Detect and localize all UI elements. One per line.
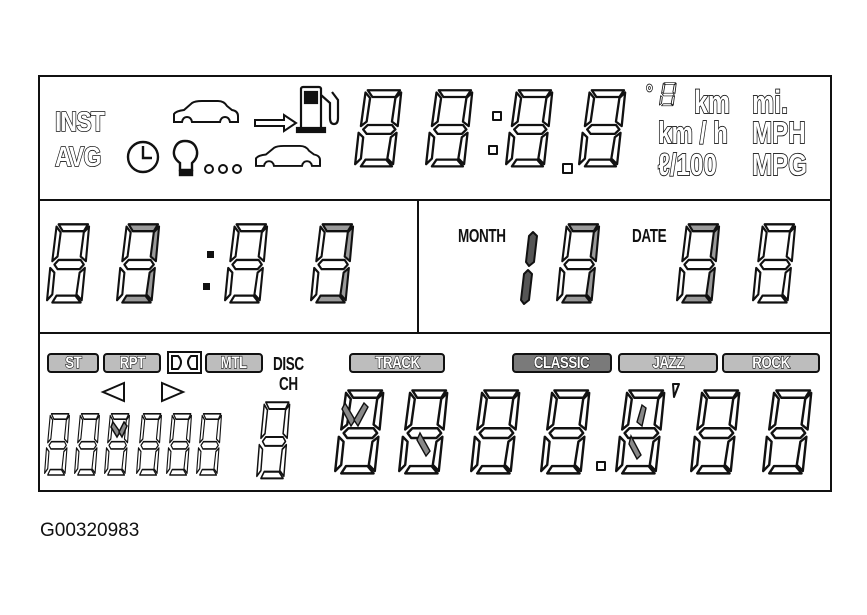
ch-label: CH	[279, 374, 298, 394]
chip-rpt: RPT	[103, 353, 161, 373]
seek-right-icon	[161, 381, 186, 403]
chip-rock-label: ROCK	[752, 353, 791, 372]
dolby-icon	[167, 351, 202, 374]
unit-mph: MPH	[751, 115, 806, 150]
chip-st-label: ST	[64, 353, 82, 372]
inst-label: INST	[54, 106, 105, 137]
chip-jazz-label: JAZZ	[652, 353, 685, 372]
unit-mi: mi.	[751, 84, 789, 120]
temp-unit-glyph: °	[645, 80, 653, 105]
chip-mtl-label: MTL	[220, 353, 248, 372]
disc-label: DISC	[273, 354, 304, 374]
chip-rpt-label: RPT	[119, 353, 146, 372]
chip-rock: ROCK	[722, 353, 820, 373]
fuel-pump-icon	[295, 85, 340, 134]
date-label: DATE	[632, 226, 667, 246]
unit-kmh: km / h	[657, 115, 728, 150]
display-panel	[38, 75, 832, 492]
clock-icon	[126, 140, 160, 174]
avg-label: AVG	[54, 141, 102, 172]
chip-classic: CLASSIC	[512, 353, 612, 373]
divider-middle	[417, 200, 419, 333]
chip-classic-label: CLASSIC	[534, 353, 591, 372]
arrow-right-icon	[254, 113, 298, 133]
unit-km: km	[693, 84, 731, 120]
divider-bottom	[38, 332, 832, 334]
chip-mtl: MTL	[205, 353, 263, 373]
chip-track-label: TRACK	[374, 353, 420, 372]
unit-mpg: MPG	[751, 147, 808, 182]
bulb-icon	[172, 139, 199, 177]
dots-icon	[204, 164, 242, 174]
month-label: MONTH	[458, 226, 506, 246]
chip-jazz: JAZZ	[618, 353, 718, 373]
unit-l100: ℓ/100	[657, 147, 717, 182]
chip-st: ST	[47, 353, 99, 373]
divider-top	[38, 199, 832, 201]
seek-left-icon	[100, 381, 125, 403]
figure-caption: G00320983	[40, 520, 140, 541]
chip-track: TRACK	[349, 353, 445, 373]
